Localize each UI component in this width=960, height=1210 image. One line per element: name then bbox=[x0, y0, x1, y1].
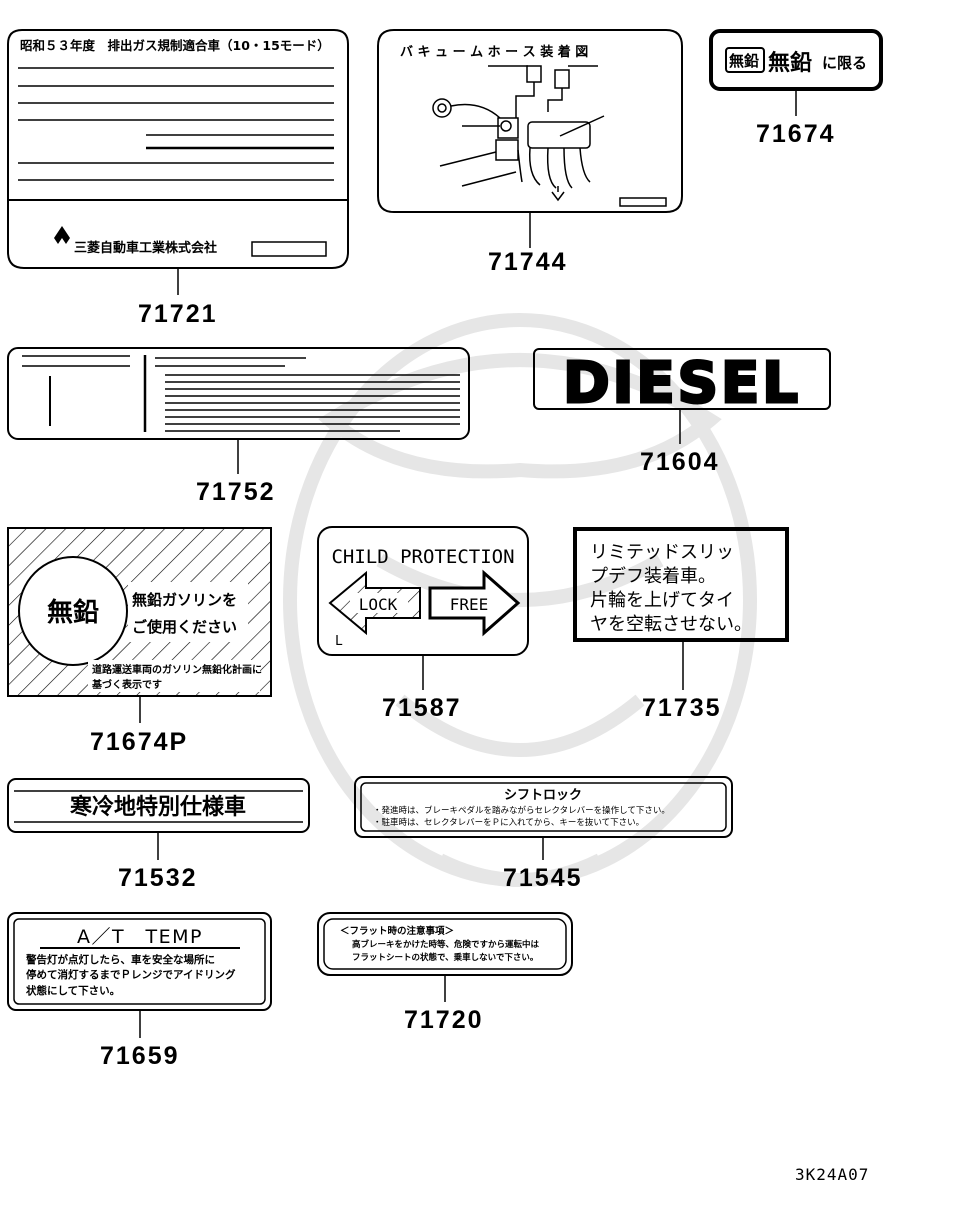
label-71735-line3: 片輪を上げてタイ bbox=[590, 590, 734, 611]
label-71744: バ キ ュ ー ム ホ ー ス 装 着 図 bbox=[377, 29, 683, 213]
watermark-emblem bbox=[283, 313, 757, 887]
label-71604: DIESEL bbox=[533, 348, 831, 418]
part-number-71659: 71659 bbox=[100, 1042, 180, 1070]
label-71659-line3: 状態にして下さい。 bbox=[26, 984, 120, 997]
free-arrow-icon bbox=[428, 569, 521, 637]
label-71735-line4: ヤを空転させない。 bbox=[590, 614, 752, 635]
label-71545-title: シフトロック bbox=[504, 788, 582, 803]
label-71721-company: 三菱自動車工業株式会社 bbox=[74, 240, 217, 256]
label-71587: CHILD PROTECTION LOCK FREE L bbox=[317, 526, 529, 656]
label-71674P-note2: 基づく表示です bbox=[91, 678, 162, 691]
label-71587-lock: LOCK bbox=[359, 595, 398, 614]
label-71735: リミテッドスリッ プデフ装着車。 片輪を上げてタイ ヤを空転させない。 bbox=[573, 527, 789, 642]
label-71659-line2: 停めて消灯するまでＰレンジでアイドリング bbox=[26, 968, 236, 981]
label-71674-small-mark: 無鉛 bbox=[729, 52, 759, 70]
part-number-71674P: 71674P bbox=[90, 728, 188, 756]
label-71587-title: CHILD PROTECTION bbox=[331, 546, 514, 568]
label-71674-suffix: に限る bbox=[822, 54, 867, 72]
part-number-71721: 71721 bbox=[138, 300, 218, 328]
label-71587-free: FREE bbox=[450, 595, 489, 614]
label-71721-title: 昭和５３年度 排出ガス規制適合車（10・15モード） bbox=[20, 38, 330, 53]
label-71545-line1: ・発進時は、ブレーキペダルを踏みながらセレクタレバーを操作して下さい。 bbox=[373, 805, 670, 816]
label-71532: 寒冷地特別仕様車 bbox=[7, 778, 310, 833]
part-number-71744: 71744 bbox=[488, 248, 568, 276]
part-number-71604: 71604 bbox=[640, 448, 720, 476]
label-71659: A／T TEMP 警告灯が点灯したら、車を安全な場所に 停めて消灯するまでＰレン… bbox=[7, 912, 272, 1011]
part-number-71674: 71674 bbox=[756, 120, 836, 148]
label-71720-title: ＜フラット時の注意事項＞ bbox=[340, 925, 454, 937]
label-71735-line1: リミテッドスリッ bbox=[590, 542, 734, 563]
part-number-71587: 71587 bbox=[382, 694, 462, 722]
part-number-71532: 71532 bbox=[118, 864, 198, 892]
label-71674P-note1: 道路運送車両のガソリン無鉛化計画に bbox=[92, 663, 262, 676]
label-71674P-circle: 無鉛 bbox=[47, 597, 99, 628]
label-71674P-line1: 無鉛ガソリンを bbox=[132, 591, 237, 609]
label-71735-line2: プデフ装着車。 bbox=[590, 566, 716, 587]
part-number-71735: 71735 bbox=[642, 694, 722, 722]
label-71587-l: L bbox=[335, 634, 343, 649]
label-71604-diesel: DIESEL bbox=[563, 351, 801, 416]
label-71720-line2: フラットシートの状態で、乗車しないで下さい。 bbox=[352, 952, 538, 963]
part-number-71545: 71545 bbox=[503, 864, 583, 892]
part-number-71720: 71720 bbox=[404, 1006, 484, 1034]
diagram-code: 3K24A07 bbox=[795, 1165, 869, 1184]
label-71674P: 無鉛 無鉛ガソリンを ご使用ください 道路運送車両のガソリン無鉛化計画に 基づく… bbox=[7, 527, 272, 697]
label-71674P-line2: ご使用ください bbox=[132, 618, 237, 636]
label-71674: 無鉛 無鉛 に限る bbox=[709, 29, 883, 91]
vacuum-hose-drawing bbox=[432, 65, 667, 207]
label-71545-line2: ・駐車時は、セレクタレバーをＰに入れてから、キーを抜いて下さい。 bbox=[373, 817, 644, 828]
label-71720: ＜フラット時の注意事項＞ 高ブレーキをかけた時等、危険ですから運転中は フラット… bbox=[317, 912, 573, 976]
label-71720-line1: 高ブレーキをかけた時等、危険ですから運転中は bbox=[352, 939, 540, 950]
label-71674-main: 無鉛 bbox=[768, 50, 812, 76]
part-number-71752: 71752 bbox=[196, 478, 276, 506]
label-71659-title: A／T TEMP bbox=[77, 926, 203, 948]
label-71659-line1: 警告灯が点灯したら、車を安全な場所に bbox=[25, 953, 215, 966]
mitsubishi-logo-icon bbox=[54, 226, 70, 244]
label-71532-text: 寒冷地特別仕様車 bbox=[70, 794, 246, 820]
label-71721: 昭和５３年度 排出ガス規制適合車（10・15モード） 三菱自動車工業株式会社 bbox=[7, 29, 349, 269]
label-71744-title: バ キ ュ ー ム ホ ー ス 装 着 図 bbox=[400, 44, 588, 60]
label-71752 bbox=[7, 347, 470, 440]
